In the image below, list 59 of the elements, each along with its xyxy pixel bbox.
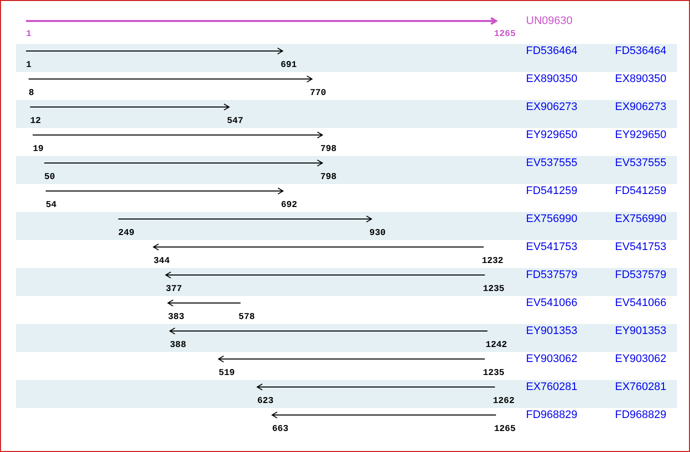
position-label: 519 [218,369,235,378]
position-label: 377 [166,285,182,294]
position-label: 1262 [492,397,514,406]
accession-link: EV537555 [615,158,666,169]
accession-link: EX760281 [615,382,666,393]
position-label: 798 [320,173,337,182]
accession-link: FD541259 [526,186,578,197]
position-label: 578 [238,313,255,322]
sequence-label: UN09630 [526,16,572,27]
position-label: 383 [168,313,184,322]
position-label: 623 [257,397,274,406]
accession-link: EX906273 [526,102,578,113]
accession-link: FD536464 [526,46,578,57]
position-label: 1 [26,61,32,70]
position-label: 547 [227,117,244,126]
position-label: 388 [170,341,186,350]
accession-link: EX906273 [615,102,666,113]
position-label: 1235 [482,285,504,294]
position-label: 8 [28,89,34,98]
accession-link: EV537555 [526,158,578,169]
position-label: 19 [32,145,44,154]
accession-link: EY903062 [615,354,666,365]
position-label: 1265 [494,425,516,434]
accession-link: FD541259 [615,186,666,197]
position-label: 1 [26,30,32,39]
accession-link: FD537579 [615,270,666,281]
accession-link: EY929650 [615,130,666,141]
accession-link: EX890350 [526,74,578,85]
accession-link: FD968829 [526,410,578,421]
accession-link: EV541753 [615,242,666,253]
accession-link: EV541753 [526,242,578,253]
position-label: 798 [320,145,337,154]
position-label: 54 [46,201,57,210]
accession-link: EV541066 [615,298,666,309]
position-label: 12 [30,117,41,126]
position-label: 930 [369,229,386,238]
position-label: 692 [280,201,298,210]
position-label: 50 [44,173,56,182]
position-label: 1265 [494,30,516,39]
accession-link: EY903062 [526,354,578,365]
accession-link: FD537579 [526,270,578,281]
accession-link: FD968829 [615,410,666,421]
position-label: 663 [272,425,288,434]
accession-link: EY901353 [615,326,666,337]
accession-link: EX756990 [615,214,666,225]
position-label: 770 [310,89,326,98]
position-label: 1242 [485,341,508,350]
position-label: 691 [280,61,297,70]
position-label: 249 [118,229,134,238]
position-label: 344 [154,257,170,266]
position-label: 1232 [482,257,504,266]
accession-link: EX760281 [526,382,578,393]
position-label: 1235 [482,369,504,378]
accession-link: EY929650 [526,130,578,141]
accession-link: FD536464 [615,46,666,57]
accession-link: EY901353 [526,326,578,337]
accession-link: EX890350 [615,74,666,85]
accession-link: EV541066 [526,298,578,309]
accession-link: EX756990 [526,214,578,225]
